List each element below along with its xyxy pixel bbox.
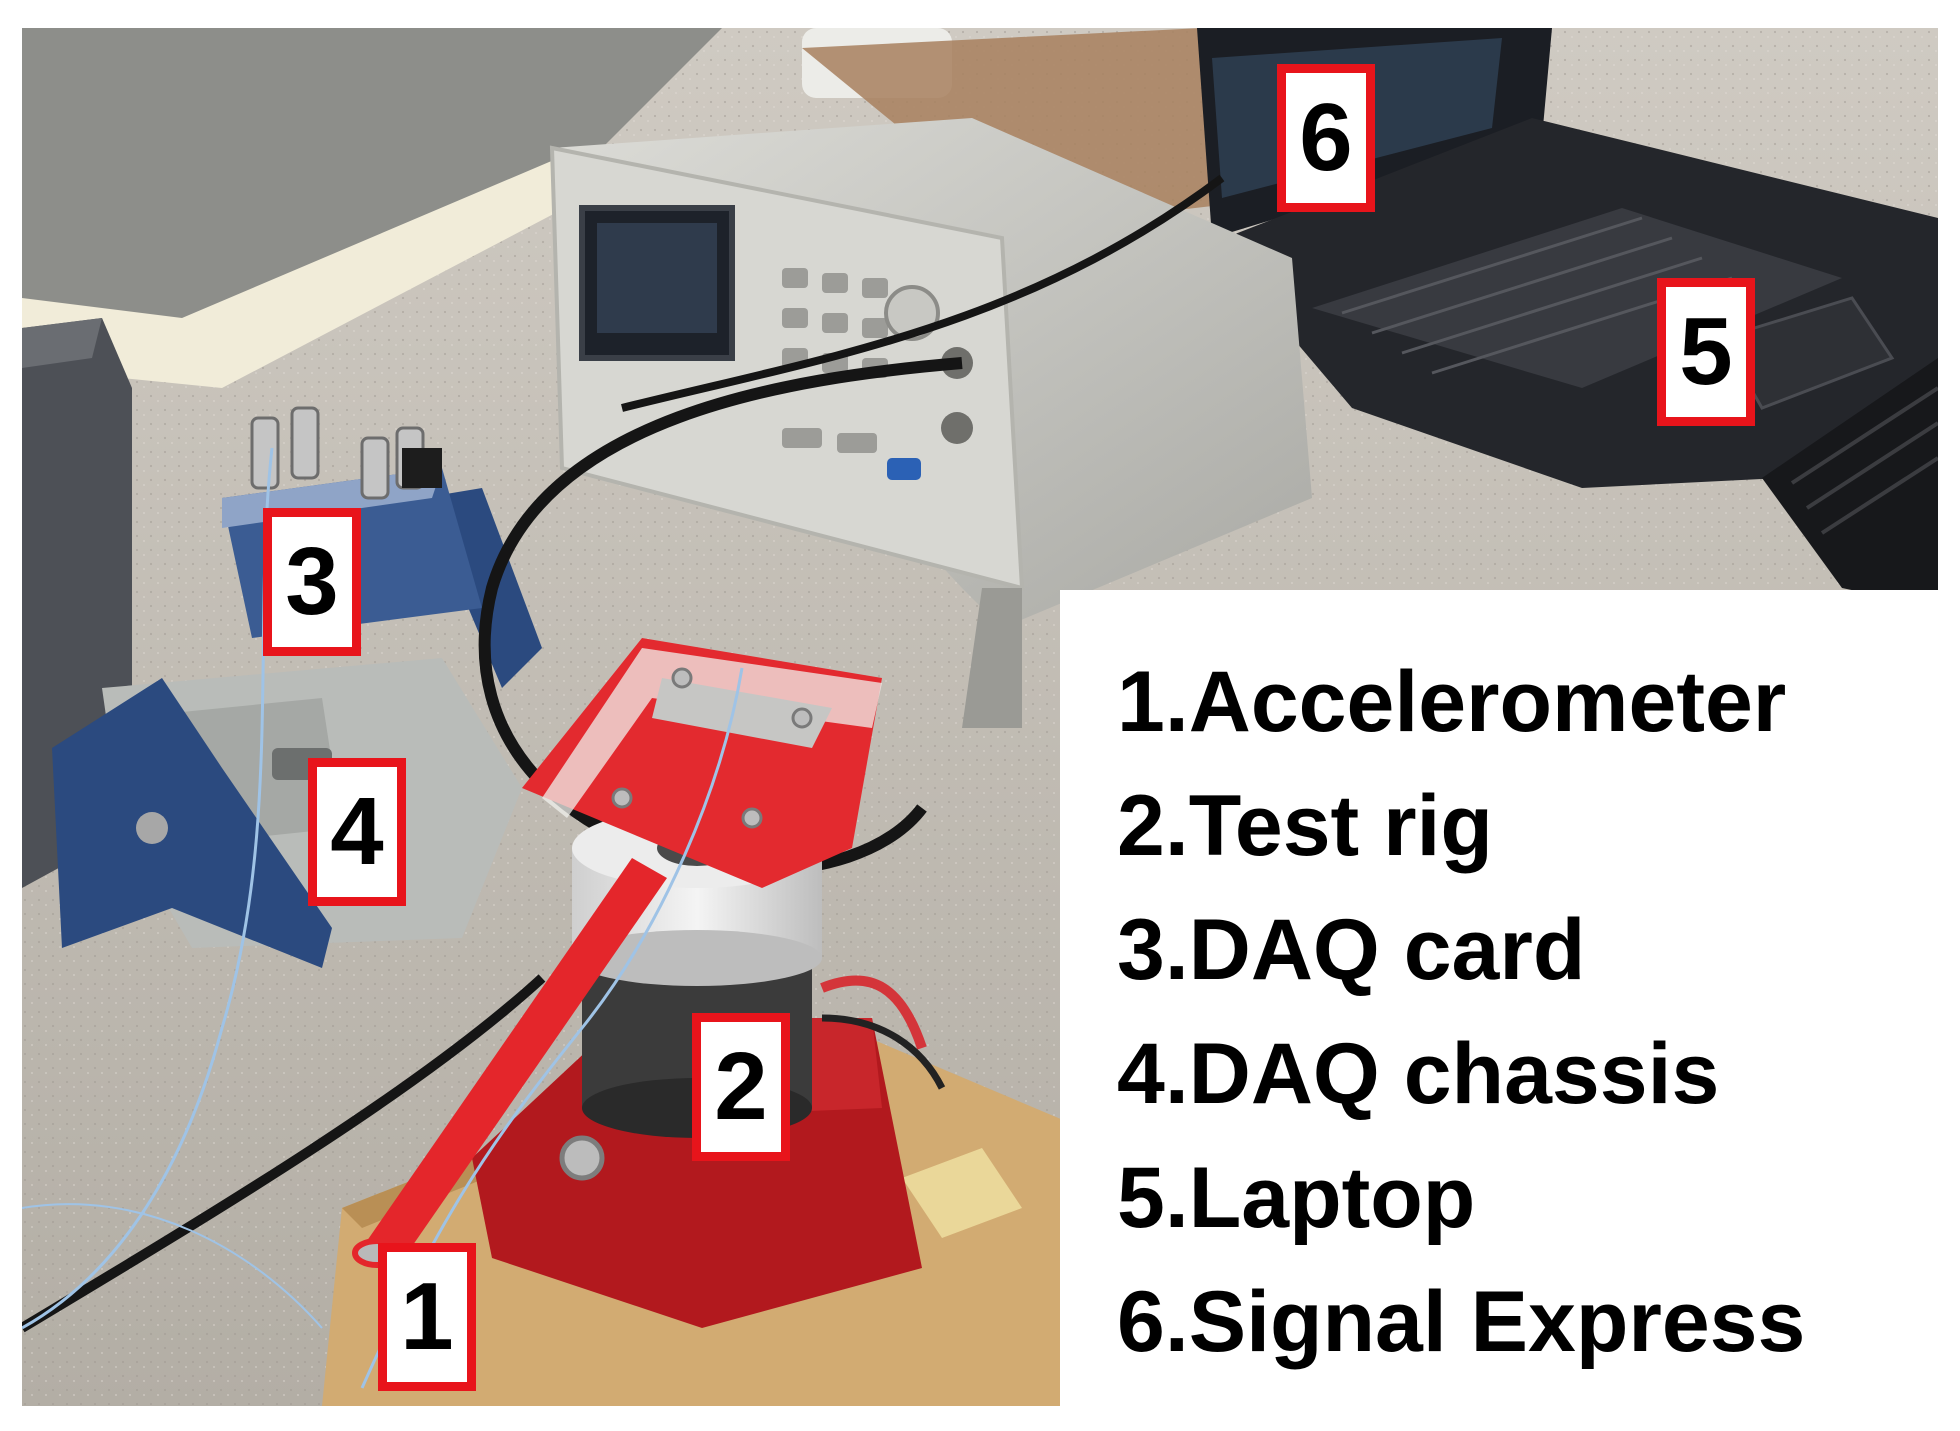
metal-sheet: [22, 28, 722, 348]
marker-3: 3: [263, 508, 361, 656]
marker-6: 6: [1277, 64, 1375, 212]
marker-2: 2: [692, 1013, 790, 1161]
legend-list: 1.Accelerometer 2.Test rig 3.DAQ card 4.…: [1117, 640, 1805, 1384]
legend-item-signal-express: 6.Signal Express: [1117, 1274, 1806, 1370]
keyboard: [1762, 358, 1938, 608]
daq-stand: [52, 678, 332, 968]
legend-item-laptop: 5.Laptop: [1117, 1150, 1476, 1246]
legend-panel: [1060, 590, 1938, 1406]
legend-item-accelerometer: 1.Accelerometer: [1117, 654, 1787, 750]
legend-item-daq-card: 3.DAQ card: [1117, 902, 1586, 998]
test-rig-arm: [362, 858, 667, 1268]
marker-5: 5: [1657, 278, 1755, 426]
legend-item-daq-chassis: 4.DAQ chassis: [1117, 1026, 1720, 1122]
marker-4: 4: [308, 758, 406, 906]
legend-item-test-rig: 2.Test rig: [1117, 778, 1493, 874]
marker-1: 1: [378, 1243, 476, 1391]
